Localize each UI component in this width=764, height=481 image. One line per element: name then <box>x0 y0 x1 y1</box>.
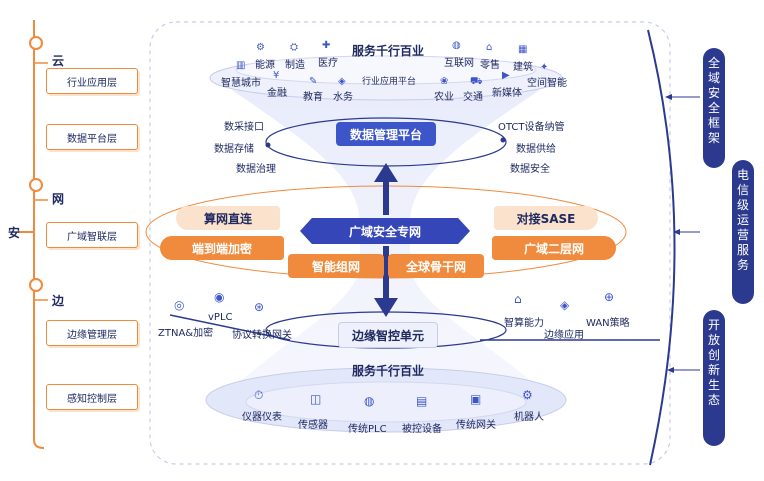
industry-agriculture: 农业 <box>434 92 454 103</box>
data-right-2: 数据供给 <box>516 144 556 155</box>
plc-icon: ◍ <box>364 394 375 408</box>
instrument-icon: ⏱ <box>254 388 264 402</box>
data-right-3: 数据安全 <box>510 164 550 175</box>
industry-internet: 互联网 <box>444 58 474 69</box>
wan-item-5: 广域二层网 <box>492 236 616 260</box>
finance-icon: ¥ <box>273 70 280 81</box>
space-intel-icon: ✦ <box>540 62 549 73</box>
cloud-label: 云 <box>52 54 65 68</box>
device-5: 传统网关 <box>456 420 496 431</box>
medical-icon: ✚ <box>322 40 331 51</box>
edge-right-1: 智算能力 <box>504 318 544 329</box>
compute-icon: ⌂ <box>514 292 522 306</box>
industry-smart-city: 智慧城市 <box>221 78 261 89</box>
security-label: 安 <box>8 226 21 240</box>
edge-app-icon: ◈ <box>560 298 570 312</box>
water-icon: ◈ <box>338 76 346 87</box>
wan-policy-icon: ⊕ <box>604 290 615 304</box>
cloud-dot <box>29 36 43 50</box>
top-title: 服务千行百业 <box>352 44 425 58</box>
layer-wan: 广域智联层 <box>46 222 138 248</box>
industry-space-intel: 空间智能 <box>527 78 567 89</box>
wan-item-1: 算网直连 <box>176 206 280 230</box>
industry-building: 建筑 <box>513 62 533 73</box>
open-ecosystem-text: 开放创新生态 <box>707 318 720 407</box>
industry-education: 教育 <box>303 92 323 103</box>
data-platform-title: 数据管理平台 <box>336 122 436 146</box>
industry-water: 水务 <box>333 92 353 103</box>
industry-finance: 金融 <box>267 88 287 99</box>
wan-item-4: 全球骨干网 <box>388 254 484 278</box>
telecom-service-box: 电信级运营服务 <box>732 160 754 304</box>
device-3: 传统PLC <box>348 424 387 435</box>
agriculture-icon: ❀ <box>440 76 449 87</box>
manufacturing-icon: ⛭ <box>290 42 298 53</box>
energy-icon: ⚙ <box>256 42 265 53</box>
network-label: 网 <box>52 192 65 206</box>
data-left-2: 数据存储 <box>214 144 254 155</box>
retail-icon: ⌂ <box>486 42 493 53</box>
industry-energy: 能源 <box>255 60 275 71</box>
wan-item-3: 智能组网 <box>288 254 384 278</box>
protocol-gateway-icon: ⊛ <box>254 300 265 314</box>
sensor-icon: ◫ <box>310 392 322 406</box>
device-4: 被控设备 <box>402 424 442 435</box>
industry-traffic: 交通 <box>463 92 483 103</box>
vplc-icon: ◉ <box>214 290 225 304</box>
data-left-1: 数采接口 <box>224 122 264 133</box>
security-framework-text: 全域安全框架 <box>707 56 720 145</box>
bottom-title: 服务千行百业 <box>352 364 425 378</box>
traffic-icon: ⛟ <box>470 76 483 87</box>
edge-dot <box>29 278 43 292</box>
edge-left-2: vPLC <box>208 312 233 323</box>
security-framework-box: 全域安全框架 <box>703 48 725 168</box>
open-ecosystem-box: 开放创新生态 <box>703 310 725 446</box>
industry-new-media: 新媒体 <box>492 88 522 99</box>
data-left-3: 数据治理 <box>236 164 276 175</box>
device-2: 传感器 <box>298 420 328 431</box>
wan-title: 广域安全专网 <box>300 218 470 244</box>
smart-city-icon: ▥ <box>236 60 246 71</box>
edge-title: 边缘智控单元 <box>338 322 438 348</box>
building-icon: ▦ <box>518 44 528 55</box>
data-right-1: OTCT设备纳管 <box>498 122 565 133</box>
industry-retail: 零售 <box>480 60 500 71</box>
telecom-service-text: 电信级运营服务 <box>736 168 749 272</box>
device-6: 机器人 <box>514 412 544 423</box>
robot-icon: ⚙ <box>522 388 533 402</box>
wan-item-2: 端到端加密 <box>160 236 284 260</box>
industry-medical: 医疗 <box>318 58 338 69</box>
layer-edge-management: 边缘管理层 <box>46 320 138 346</box>
controlled-device-icon: ▤ <box>416 394 428 408</box>
platform-label: 行业应用平台 <box>362 77 417 87</box>
layer-sensing-control: 感知控制层 <box>46 384 138 410</box>
wan-item-6: 对接SASE <box>494 206 598 230</box>
industry-manufacturing: 制造 <box>285 60 305 71</box>
layer-industry-app: 行业应用层 <box>46 68 138 94</box>
edge-label: 边 <box>52 294 65 308</box>
gateway-icon: ▣ <box>470 392 482 406</box>
network-dot <box>29 178 43 192</box>
internet-icon: ◍ <box>452 40 461 51</box>
edge-right-3: WAN策略 <box>586 318 630 329</box>
edge-left-1: ZTNA&加密 <box>158 328 214 339</box>
device-1: 仪器仪表 <box>242 412 282 423</box>
ztna-icon: ◎ <box>174 298 185 312</box>
education-icon: ✎ <box>309 76 318 87</box>
new-media-icon: ▶ <box>502 70 510 81</box>
edge-right-2: 边缘应用 <box>544 330 584 341</box>
layer-data-platform: 数据平台层 <box>46 124 138 150</box>
edge-left-3: 协议转换网关 <box>232 330 292 341</box>
